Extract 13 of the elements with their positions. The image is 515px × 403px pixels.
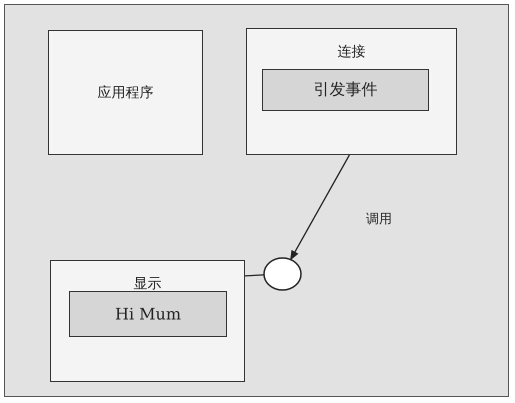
component-box bbox=[50, 260, 245, 382]
box-label: 显示 bbox=[132, 275, 162, 293]
component-box bbox=[48, 30, 203, 155]
box-label: Hi Mum bbox=[114, 304, 182, 324]
display-box bbox=[69, 291, 227, 337]
component-box bbox=[246, 28, 457, 155]
circle-node bbox=[263, 257, 302, 291]
event-box bbox=[262, 69, 429, 111]
box-label: 应用程序 bbox=[96, 84, 154, 102]
arrow bbox=[290, 154, 350, 260]
box-label: 连接 bbox=[336, 43, 366, 61]
connector-line bbox=[244, 274, 264, 276]
box-label: 引发事件 bbox=[312, 80, 378, 100]
